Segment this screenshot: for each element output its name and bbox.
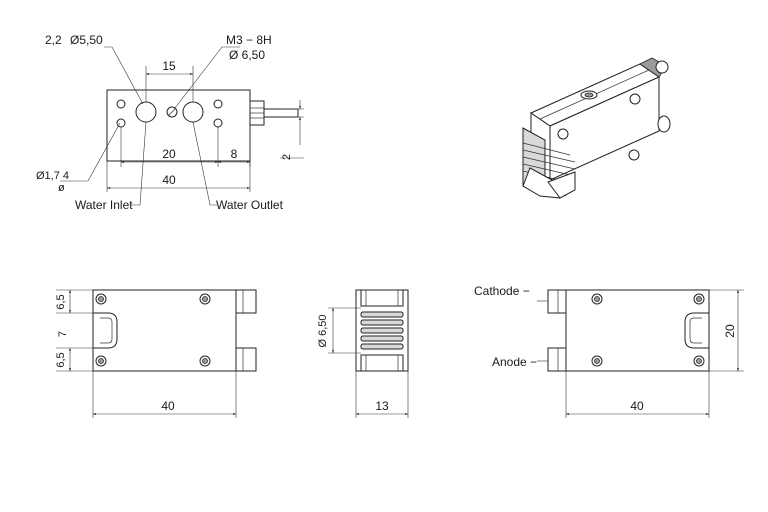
water-outlet-label: Water Outlet [216, 198, 284, 212]
isometric-view [522, 57, 671, 199]
dim-8: 8 [231, 147, 238, 161]
back-view: Cathode − Anode − 20 40 [474, 284, 744, 418]
dim-small-mark: ø [58, 182, 65, 194]
hole-small [116, 99, 126, 109]
top-view-body [106, 89, 251, 162]
dim-side: 2 [281, 154, 293, 160]
hole-small [213, 99, 223, 109]
dim-6-5-bottom: 6,5 [55, 352, 67, 367]
screw [591, 293, 603, 305]
iso-screw [557, 128, 569, 140]
side-dim-dia: Ø 6,50 [317, 314, 329, 347]
back-dim-40: 40 [630, 399, 644, 413]
top-view: 15 20 8 40 2 2,2 Ø5,50 M3 − 8H Ø 6,50 Ø1… [36, 33, 304, 212]
thread-dia-label: Ø 6,50 [229, 48, 265, 62]
iso-screw [629, 93, 641, 105]
screw [95, 293, 107, 305]
screw [693, 293, 705, 305]
screw [199, 293, 211, 305]
front-dim-40: 40 [161, 399, 175, 413]
screw [693, 355, 705, 367]
dim-40: 40 [162, 173, 176, 187]
thread-hole [166, 106, 178, 118]
dim-6-5-top: 6,5 [55, 294, 67, 309]
screw [95, 355, 107, 367]
thread-label: M3 − 8H [226, 33, 272, 47]
back-dim-20: 20 [723, 324, 737, 338]
dim-7: 7 [57, 331, 69, 337]
connector-pin [263, 108, 299, 118]
iso-screw [628, 149, 640, 161]
screw [199, 355, 211, 367]
side-dim-13: 13 [375, 399, 389, 413]
anode-label: Anode − [492, 355, 537, 369]
dim-small-label: Ø1,7 4 [36, 170, 69, 182]
screw [591, 355, 603, 367]
water-inlet-label: Water Inlet [75, 198, 133, 212]
side-view: Ø 6,50 13 [317, 289, 409, 418]
dim-15: 15 [162, 59, 176, 73]
hole-small-label: 2,2 [45, 33, 62, 47]
dim-20: 20 [162, 147, 176, 161]
cathode-label: Cathode − [474, 284, 530, 298]
front-view: 6,5 7 6,5 40 [55, 289, 257, 418]
hole-large-label: Ø5,50 [70, 33, 103, 47]
